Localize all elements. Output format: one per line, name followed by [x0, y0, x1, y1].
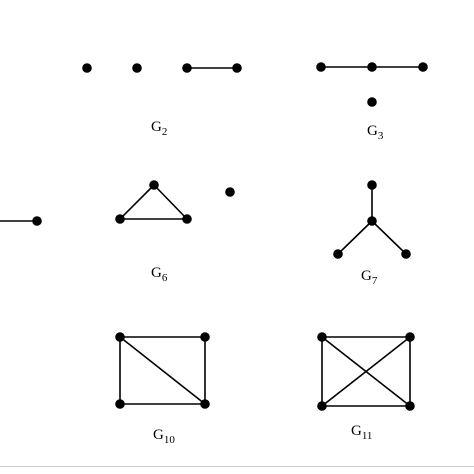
partial-vertex — [32, 216, 42, 226]
label-g2: G2 — [151, 119, 167, 138]
label-g6-sub: 6 — [161, 272, 168, 284]
graph-g11 — [317, 332, 415, 411]
label-g11-sub: 11 — [361, 430, 373, 442]
label-g6-base: G — [151, 265, 162, 281]
g11-vertex — [317, 332, 327, 342]
label-g3-sub: 3 — [377, 130, 384, 142]
g2-vertex — [132, 63, 142, 73]
g10-vertex — [200, 332, 210, 342]
g7-vertex — [401, 249, 411, 259]
g10-vertex — [115, 399, 125, 409]
label-g3-base: G — [367, 123, 378, 139]
label-g2-sub: 2 — [161, 126, 168, 138]
g6-vertex — [182, 214, 192, 224]
g3-vertex — [418, 62, 428, 72]
g6-vertex — [225, 187, 235, 197]
g2-vertex — [232, 63, 242, 73]
label-g7-sub: 7 — [371, 275, 378, 287]
g3-vertex — [367, 62, 377, 72]
g3-vertex — [316, 62, 326, 72]
label-g7: G7 — [361, 268, 377, 287]
graph-g3 — [316, 62, 428, 107]
label-g2-base: G — [151, 119, 162, 135]
g7-vertex — [333, 249, 343, 259]
g10-vertex — [200, 399, 210, 409]
graph-g6 — [115, 180, 235, 224]
g2-vertex — [82, 63, 92, 73]
graph-g10 — [115, 332, 210, 409]
label-g7-base: G — [361, 268, 372, 284]
label-g11-base: G — [351, 423, 362, 439]
label-g10: G10 — [153, 427, 175, 446]
graph-g7 — [333, 180, 411, 259]
g6-edge — [153, 184, 188, 220]
g7-edge — [337, 220, 373, 255]
g2-vertex — [182, 63, 192, 73]
label-g6: G6 — [151, 265, 167, 284]
g6-vertex — [149, 180, 159, 190]
label-g10-base: G — [153, 427, 164, 443]
g3-vertex — [367, 97, 377, 107]
g10-vertex — [115, 332, 125, 342]
label-g10-sub: 10 — [163, 434, 175, 446]
g7-vertex — [367, 216, 377, 226]
label-g11: G11 — [351, 423, 372, 442]
g7-edge — [371, 220, 407, 255]
graph-g2 — [82, 63, 242, 73]
g11-vertex — [317, 401, 327, 411]
graph-partial-left — [0, 216, 42, 226]
g10-edge — [119, 336, 206, 405]
g6-vertex — [115, 214, 125, 224]
label-g3: G3 — [367, 123, 383, 142]
bottom-divider — [0, 466, 474, 467]
g7-vertex — [367, 180, 377, 190]
g11-vertex — [405, 401, 415, 411]
g11-edge — [321, 336, 411, 407]
g11-vertex — [405, 332, 415, 342]
g6-edge — [119, 184, 155, 220]
